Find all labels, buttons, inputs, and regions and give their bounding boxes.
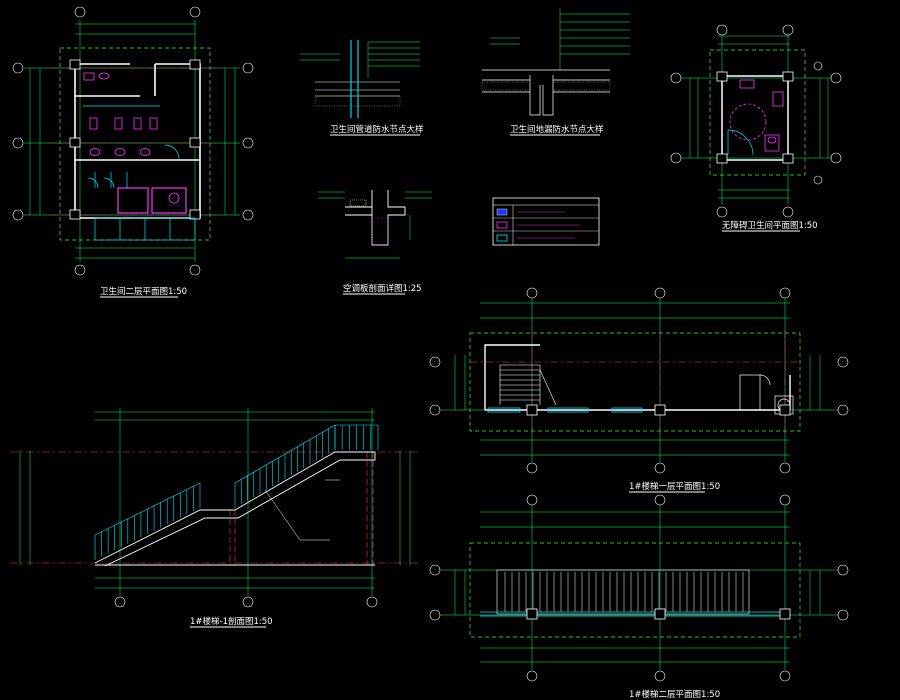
floor-drain-detail-title: 卫生间地漏防水节点大样 [510,124,604,135]
ac-board-detail-title: 空调板剖面详图1:25 [343,283,422,294]
floor-drain-detail: 卫生间地漏防水节点大样 [481,8,630,136]
legend-box [492,197,600,246]
stair-2f-plan-title: 1#楼梯二层平面图1:50 [629,689,720,700]
stair-section-title: 1#楼梯-1剖面图1:50 [190,616,273,627]
toilet-2f-plan: 卫生间二层平面图1:50 [12,6,254,298]
pipe-wall-detail: 卫生间管道防水节点大样 [300,40,424,136]
accessible-toilet-plan: 无障碍卫生间平面图1:50 [670,24,842,232]
stair-1f-plan-title: 1#楼梯一层平面图1:50 [629,481,720,492]
pipe-wall-detail-title: 卫生间管道防水节点大样 [330,124,424,135]
ac-board-detail: 空调板剖面详图1:25 [318,190,432,295]
stair-1f-plan: 1#楼梯一层平面图1:50 [429,287,849,493]
accessible-toilet-plan-title: 无障碍卫生间平面图1:50 [722,220,818,231]
stair-section: 1#楼梯-1剖面图1:50 [10,408,420,628]
toilet-2f-plan-title: 卫生间二层平面图1:50 [100,286,187,297]
stair-2f-plan: 1#楼梯二层平面图1:50 [429,494,849,700]
